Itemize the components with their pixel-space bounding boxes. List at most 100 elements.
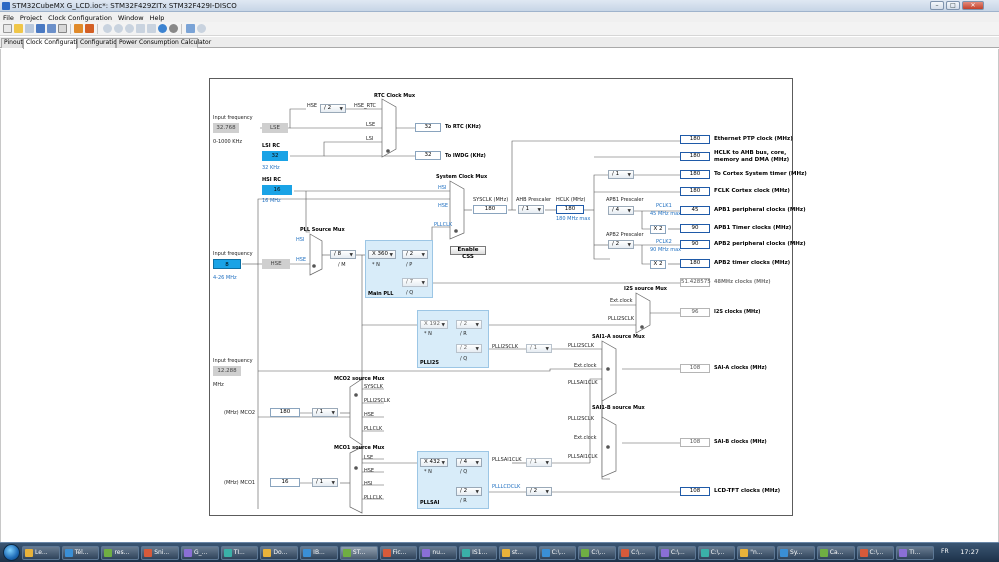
pllsai-q2-divider[interactable]: / 1▼ (526, 458, 552, 467)
minimize-button[interactable]: – (930, 1, 944, 10)
taskbar-item[interactable]: nu... (419, 546, 458, 560)
mco2-divider[interactable]: / 1▼ (312, 408, 338, 417)
refresh-icon[interactable] (158, 24, 167, 33)
new-project-icon[interactable] (3, 24, 12, 33)
taskbar-item[interactable]: res... (101, 546, 140, 560)
taskbar-item[interactable]: C:\... (657, 546, 696, 560)
taskbar-item[interactable]: st... (498, 546, 537, 560)
cortex-timer-divider[interactable]: / 1▼ (608, 170, 634, 179)
maximize-button[interactable]: □ (946, 1, 960, 10)
taskbar-item[interactable]: IS1... (459, 546, 497, 560)
hse-input-field[interactable]: 8 (213, 259, 241, 269)
ethernet-ptp-value[interactable]: 180 (680, 135, 710, 144)
apb2-peripheral-value[interactable]: 90 (680, 240, 710, 249)
plli2s-r-divider[interactable]: / 2▼ (456, 320, 482, 329)
pll-m-divider[interactable]: / 8▼ (330, 250, 356, 259)
taskbar-item-label: TI... (233, 549, 245, 556)
taskbar-item[interactable]: "n... (737, 546, 776, 560)
taskbar-app-icon (581, 549, 590, 557)
lcd-tft-value[interactable]: 108 (680, 487, 710, 496)
enable-css-button[interactable]: Enable CSS (450, 246, 486, 260)
pin-icon[interactable] (186, 24, 195, 33)
plli2s-q-divider[interactable]: / 2▼ (456, 344, 482, 353)
taskbar-item[interactable]: Do... (260, 546, 299, 560)
sai-b-label: SAI-B clocks (MHz) (714, 439, 767, 445)
hclk-value[interactable]: 180 (556, 205, 584, 214)
generate-code-icon[interactable] (85, 24, 94, 33)
menu-help[interactable]: Help (149, 14, 165, 22)
apb1-prescaler-select[interactable]: / 4▼ (608, 206, 634, 215)
lse-input-field[interactable]: 32.768 (213, 123, 239, 133)
tab-pinout[interactable]: Pinout (1, 38, 23, 48)
close-button[interactable]: ✕ (962, 1, 984, 10)
taskbar-item[interactable]: C:\... (538, 546, 577, 560)
mco1-divider[interactable]: / 1▼ (312, 478, 338, 487)
pll-p-divider[interactable]: / 2▼ (402, 250, 428, 259)
search-icon[interactable] (197, 24, 206, 33)
close-project-icon[interactable] (58, 24, 67, 33)
taskbar-item[interactable]: G_... (180, 546, 219, 560)
lcd-divider[interactable]: / 2▼ (526, 487, 552, 496)
fclk-cortex-value[interactable]: 180 (680, 187, 710, 196)
taskbar-item[interactable]: ST... (339, 546, 378, 560)
apb1-timer-value[interactable]: 90 (680, 224, 710, 233)
pllsai-r-divider[interactable]: / 2▼ (456, 487, 482, 496)
open-folder-icon[interactable] (14, 24, 23, 33)
menu-file[interactable]: File (3, 14, 14, 22)
taskbar-item[interactable]: Sni... (141, 546, 179, 560)
tab-configuration[interactable]: Configuration (77, 38, 121, 48)
taskbar-item[interactable]: C:\... (618, 546, 656, 560)
taskbar-item[interactable]: Ca... (816, 546, 855, 560)
apb2-prescaler-select[interactable]: / 2▼ (608, 240, 634, 249)
pllsai-n-multiplier[interactable]: X 432▼ (420, 458, 448, 467)
taskbar-item-label: Ca... (829, 549, 844, 556)
cortex-timer-value[interactable]: 180 (680, 170, 710, 179)
menu-window[interactable]: Window (117, 14, 144, 22)
recent-icon[interactable] (25, 24, 34, 33)
redo-icon[interactable] (147, 24, 156, 33)
taskbar-item[interactable]: IB... (300, 546, 338, 560)
taskbar-item[interactable]: TI... (896, 546, 934, 560)
lse-block: LSE (262, 123, 288, 133)
ahb-prescaler-select[interactable]: / 1▼ (518, 205, 544, 214)
tab-clock-configuration[interactable]: Clock Configuration (23, 38, 85, 49)
apb2-timer-value[interactable]: 180 (680, 259, 710, 268)
pll-q-divider[interactable]: / 7▼ (402, 278, 428, 287)
plli2s-q-label: / Q (460, 356, 468, 362)
sai-a-mux-title: SAI1-A source Mux (592, 334, 645, 340)
taskbar-item[interactable]: Fic... (379, 546, 418, 560)
apb1-peripheral-value[interactable]: 45 (680, 206, 710, 215)
i2s-ext-field[interactable]: 12.288 (213, 366, 241, 376)
zoom-in-icon[interactable] (103, 24, 112, 33)
start-button[interactable] (3, 544, 20, 561)
clock[interactable]: 17:27 (960, 548, 979, 556)
sai-b-value: 108 (680, 438, 710, 447)
hclk-ahb-value[interactable]: 180 (680, 152, 710, 161)
undo-icon[interactable] (136, 24, 145, 33)
taskbar-item[interactable]: Sy... (777, 546, 815, 560)
menu-clock-configuration[interactable]: Clock Configuration (48, 14, 112, 22)
lsi-sub: 32 KHz (262, 165, 280, 171)
language-indicator[interactable]: FR (941, 548, 949, 555)
taskbar-item[interactable]: Le... (22, 546, 60, 560)
taskbar-item[interactable]: C:\... (856, 546, 895, 560)
taskbar-item[interactable]: Tél... (61, 546, 100, 560)
pllsai-q-divider[interactable]: / 4▼ (456, 458, 482, 467)
save-as-icon[interactable] (47, 24, 56, 33)
sai-a-divider[interactable]: / 1▼ (526, 344, 552, 353)
taskbar-item[interactable]: C:\... (697, 546, 736, 560)
fit-icon[interactable] (125, 24, 134, 33)
save-icon[interactable] (36, 24, 45, 33)
taskbar-item[interactable]: C:\... (578, 546, 617, 560)
plli2s-box (417, 310, 489, 368)
hse-rtc-divider[interactable]: / 2▼ (320, 104, 346, 113)
tab-power-consumption-calculator[interactable]: Power Consumption Calculator (116, 38, 211, 48)
plli2s-n-multiplier[interactable]: X 192▼ (420, 320, 448, 329)
menu-project[interactable]: Project (19, 14, 43, 22)
reset-icon[interactable] (169, 24, 178, 33)
zoom-out-icon[interactable] (114, 24, 123, 33)
generate-report-icon[interactable] (74, 24, 83, 33)
hclk-max: 180 MHz max (556, 216, 591, 222)
taskbar-item[interactable]: TI... (220, 546, 259, 560)
pll-n-multiplier[interactable]: X 360▼ (368, 250, 396, 259)
